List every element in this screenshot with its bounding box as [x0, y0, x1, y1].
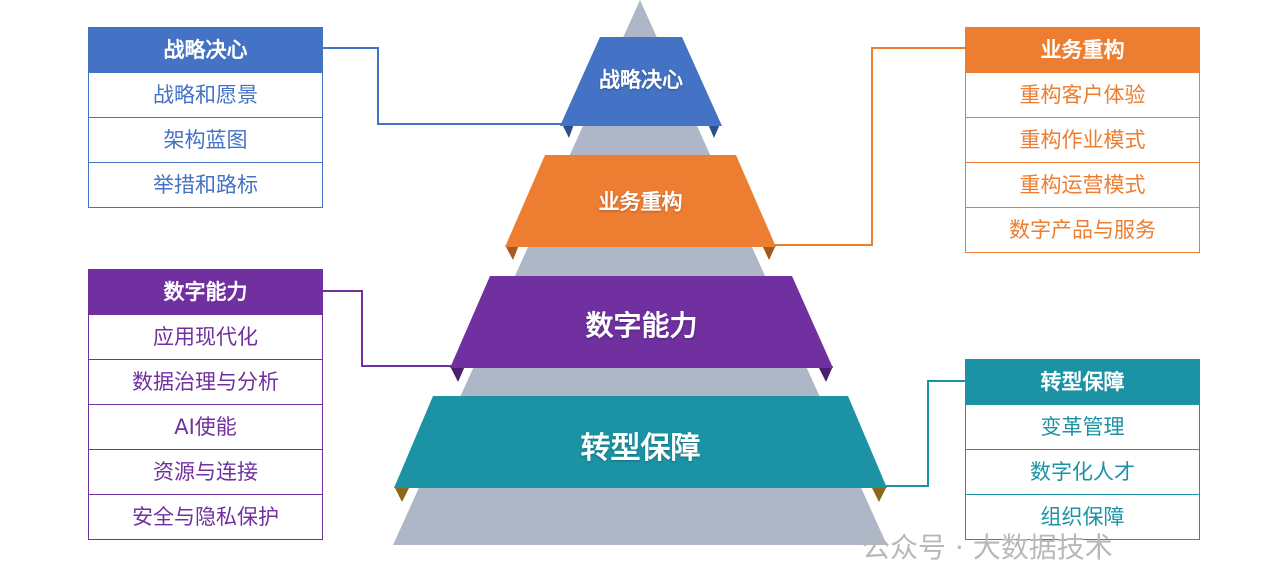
- tier-strategy-shadow-left: [562, 124, 574, 138]
- guarantee-item: 组织保障: [966, 494, 1199, 539]
- tier-strategy: [560, 37, 722, 126]
- tier-guarantee: [394, 396, 887, 488]
- business-box-title: 业务重构: [966, 28, 1199, 72]
- digital-item: 资源与连接: [89, 449, 322, 494]
- guarantee-box-title: 转型保障: [966, 360, 1199, 404]
- tier-digital: [450, 276, 833, 368]
- connector-digital: [322, 290, 452, 367]
- strategy-item: 架构蓝图: [89, 117, 322, 162]
- guarantee-box: 转型保障 变革管理 数字化人才 组织保障: [965, 359, 1200, 540]
- guarantee-item: 变革管理: [966, 404, 1199, 449]
- tier-digital-label: 数字能力: [585, 309, 698, 342]
- digital-box: 数字能力 应用现代化 数据治理与分析 AI使能 资源与连接 安全与隐私保护: [88, 269, 323, 540]
- digital-box-title: 数字能力: [89, 270, 322, 314]
- business-box: 业务重构 重构客户体验 重构作业模式 重构运营模式 数字产品与服务: [965, 27, 1200, 253]
- tier-digital-shadow-left: [450, 366, 465, 382]
- connector-strategy: [322, 47, 562, 125]
- tier-digital-shadow-right: [818, 366, 833, 382]
- strategy-box: 战略决心 战略和愿景 架构蓝图 举措和路标: [88, 27, 323, 208]
- tier-guarantee-label: 转型保障: [580, 431, 701, 466]
- business-item: 重构客户体验: [966, 72, 1199, 117]
- tier-guarantee-shadow-left: [394, 486, 410, 502]
- connector-business: [772, 47, 965, 246]
- business-item: 重构作业模式: [966, 117, 1199, 162]
- strategy-item: 战略和愿景: [89, 72, 322, 117]
- watermark: 公众号 · 大数据技术: [862, 531, 1113, 564]
- tier-business-label: 业务重构: [598, 190, 683, 214]
- connector-guarantee: [885, 380, 965, 487]
- business-item: 重构运营模式: [966, 162, 1199, 207]
- strategy-box-title: 战略决心: [89, 28, 322, 72]
- digital-item: 数据治理与分析: [89, 359, 322, 404]
- tier-strategy-shadow-right: [708, 124, 720, 138]
- digital-item: 安全与隐私保护: [89, 494, 322, 539]
- business-item: 数字产品与服务: [966, 207, 1199, 252]
- tier-strategy-label: 战略决心: [599, 68, 683, 92]
- digital-item: 应用现代化: [89, 314, 322, 359]
- tier-business-shadow-left: [505, 245, 519, 260]
- tier-business: [505, 155, 776, 247]
- digital-item: AI使能: [89, 404, 322, 449]
- tier-business-shadow-right: [762, 245, 776, 260]
- pyramid-diagram: [322, 0, 965, 545]
- guarantee-item: 数字化人才: [966, 449, 1199, 494]
- strategy-item: 举措和路标: [89, 162, 322, 207]
- tier-guarantee-shadow-right: [871, 486, 887, 502]
